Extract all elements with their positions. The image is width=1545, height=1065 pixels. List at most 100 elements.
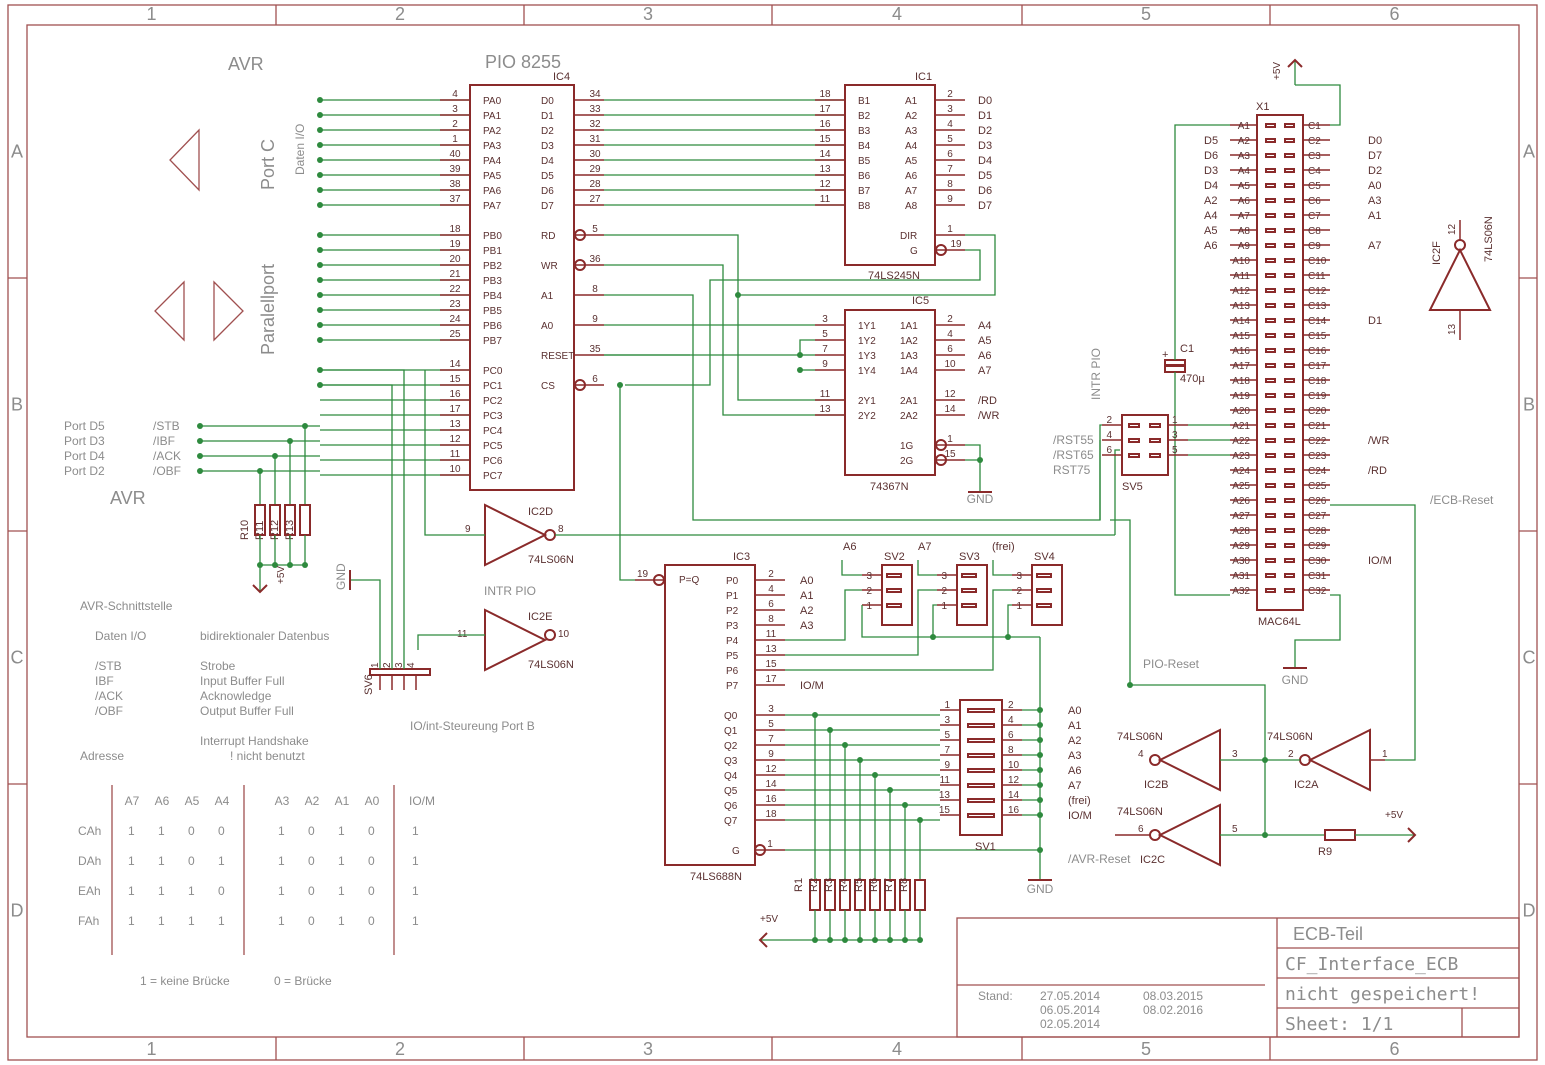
pin-name: 1Y3	[858, 351, 876, 362]
table-cell: 0	[308, 854, 315, 868]
junction-dot	[735, 292, 741, 298]
pin-number: 6	[768, 599, 774, 610]
pin-name: C19	[1308, 391, 1327, 402]
pin-name: A2	[905, 111, 918, 122]
pin-number: 8	[947, 179, 953, 190]
wr-wire	[604, 264, 845, 416]
pin-name: C29	[1308, 541, 1327, 552]
pin-name: PA3	[483, 141, 502, 152]
pin-number: 2	[941, 586, 947, 597]
inversion-bubble	[544, 629, 556, 641]
pin-name: WR	[541, 261, 558, 272]
pin-number: 1	[1382, 749, 1388, 760]
signal-label: D4	[978, 155, 992, 167]
ic5-ref: IC5	[912, 295, 929, 307]
pin-number: 3	[947, 104, 953, 115]
pin-name: 2Y1	[858, 396, 876, 407]
sheet-number: Sheet: 1/1	[1285, 1014, 1393, 1035]
x1-contact	[1265, 228, 1276, 233]
column-label: 2	[395, 4, 405, 24]
pin-name: PC6	[483, 456, 503, 467]
column-label: 1	[146, 4, 156, 24]
junction-dot	[797, 367, 803, 373]
pin-name: B1	[858, 96, 871, 107]
port-arrow-left	[154, 280, 185, 342]
signal-label: D5	[1204, 135, 1218, 147]
notes-meaning: Strobe	[200, 659, 236, 673]
pin-number: 40	[449, 149, 461, 160]
table-header: IO/M	[409, 794, 435, 808]
x1-contact	[1265, 543, 1276, 548]
pin-number: 1	[1016, 601, 1022, 612]
pin-name: C22	[1308, 436, 1327, 447]
pin-name: PC5	[483, 441, 503, 452]
plus5v-label: +5V	[760, 914, 778, 925]
pin-name: B5	[858, 156, 871, 167]
port-d-label: Port D5	[64, 419, 105, 433]
pin-number: 10	[944, 359, 956, 370]
port-d-label: Port D3	[64, 434, 105, 448]
pin-name: 1G	[900, 441, 914, 452]
pin-number: 1	[370, 662, 381, 668]
pin-name: C25	[1308, 481, 1327, 492]
x1-contact	[1284, 483, 1295, 488]
pin-name: PB4	[483, 291, 502, 302]
pin-name: B4	[858, 141, 871, 152]
pin-name: C7	[1308, 211, 1321, 222]
x1-contact	[1265, 168, 1276, 173]
gnd-label: GND	[1282, 673, 1309, 687]
pin-number: 1	[866, 601, 872, 612]
pin-name: PB6	[483, 321, 502, 332]
x1-part: MAC64L	[1258, 616, 1301, 628]
header-contact	[967, 798, 995, 803]
junction-dot	[1037, 737, 1043, 743]
junction-dot	[317, 307, 323, 313]
x1-contact	[1265, 423, 1276, 428]
pin-number: 3	[452, 104, 458, 115]
vcc-wire	[1295, 84, 1341, 126]
junction-dot	[1037, 797, 1043, 803]
pin-number: 2	[1106, 415, 1112, 426]
pin-name: C8	[1308, 226, 1321, 237]
pin-name: B3	[858, 126, 871, 137]
drawing-name: CF_Interface_ECB	[1285, 954, 1458, 975]
table-header: A6	[155, 794, 170, 808]
pin-name: A15	[1232, 331, 1250, 342]
pin-number: 23	[449, 299, 461, 310]
date-label: 27.05.2014	[1040, 989, 1100, 1003]
pin-number: 15	[765, 659, 777, 670]
pin-name: A13	[1232, 301, 1250, 312]
signal-label: A0	[1068, 705, 1081, 717]
pin-number: 12	[944, 389, 956, 400]
rst-label: RST75	[1053, 463, 1091, 477]
signal-label: (frei)	[1068, 795, 1091, 807]
pin-number: 5	[768, 719, 774, 730]
table-cell: 1	[338, 854, 345, 868]
sv5-header	[1121, 414, 1169, 476]
column-label: 1	[146, 1039, 156, 1059]
pin-number: 14	[765, 779, 777, 790]
header-contact	[967, 723, 995, 728]
sv4-ref: SV4	[1034, 551, 1055, 563]
gate-ref: IC2B	[1144, 779, 1168, 791]
ic2c-gate	[1157, 803, 1221, 867]
x1-contact	[1265, 408, 1276, 413]
table-cell: 1	[278, 884, 285, 898]
header-contact	[967, 738, 995, 743]
signal-label: D7	[1368, 150, 1382, 162]
gnd-label: GND	[1027, 882, 1054, 896]
pin-number: 17	[819, 104, 831, 115]
ic4-title: PIO 8255	[485, 52, 561, 72]
pin-name: Q3	[724, 756, 738, 767]
table-cell: 0	[368, 914, 375, 928]
resistor-ref: R2	[808, 878, 820, 892]
resistor-ref: R9	[1318, 846, 1332, 858]
pin-number: 27	[589, 194, 601, 205]
p5-wire	[785, 589, 937, 656]
pin-number: 1	[767, 839, 773, 850]
pin-number: 28	[589, 179, 601, 190]
pin-name: 1A2	[900, 336, 918, 347]
intr-label: INTR PIO	[1089, 348, 1103, 400]
row-label: D	[11, 901, 24, 921]
pin-number: 38	[449, 179, 461, 190]
